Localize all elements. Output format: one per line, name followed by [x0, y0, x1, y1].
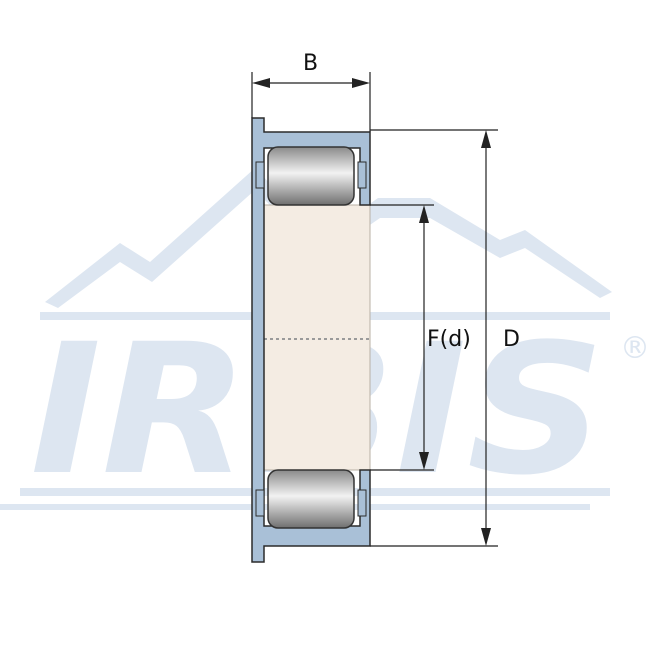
label-d: D [503, 327, 520, 352]
bottom-roller [255, 469, 367, 529]
label-fd: F(d) [427, 327, 471, 352]
label-b: B [303, 51, 318, 76]
top-roller-right-cage [357, 161, 367, 189]
bearing-section [251, 117, 372, 563]
bore-area [261, 204, 371, 471]
top-roller [255, 146, 367, 206]
registered-mark: ® [620, 331, 650, 366]
d-arrow-top-icon [481, 130, 491, 148]
b-arrow-left-icon [252, 78, 270, 88]
b-arrow-right-icon [352, 78, 370, 88]
bottom-roller-left-cage [255, 489, 265, 517]
dimension-b [251, 72, 371, 132]
d-arrow-bottom-icon [481, 528, 491, 546]
fd-arrow-bottom-icon [419, 452, 429, 470]
top-roller-left-cage [255, 161, 265, 189]
bottom-roller-right-cage [357, 489, 367, 517]
dimension-fd [370, 204, 434, 471]
fd-arrow-top-icon [419, 205, 429, 223]
dimension-d [370, 129, 498, 547]
